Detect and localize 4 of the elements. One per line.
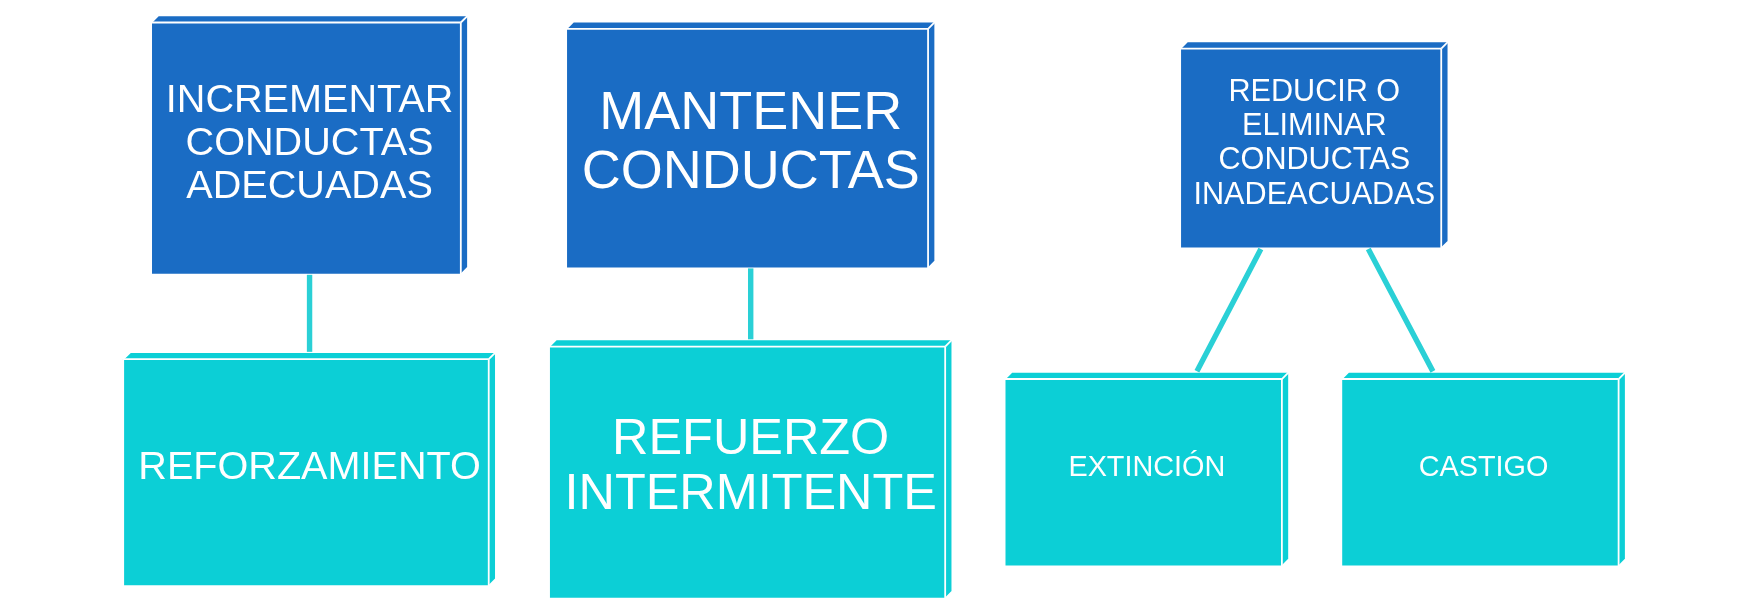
connector [1194,247,1263,373]
connector [747,268,753,340]
connector [1365,247,1435,373]
connector [306,274,312,352]
